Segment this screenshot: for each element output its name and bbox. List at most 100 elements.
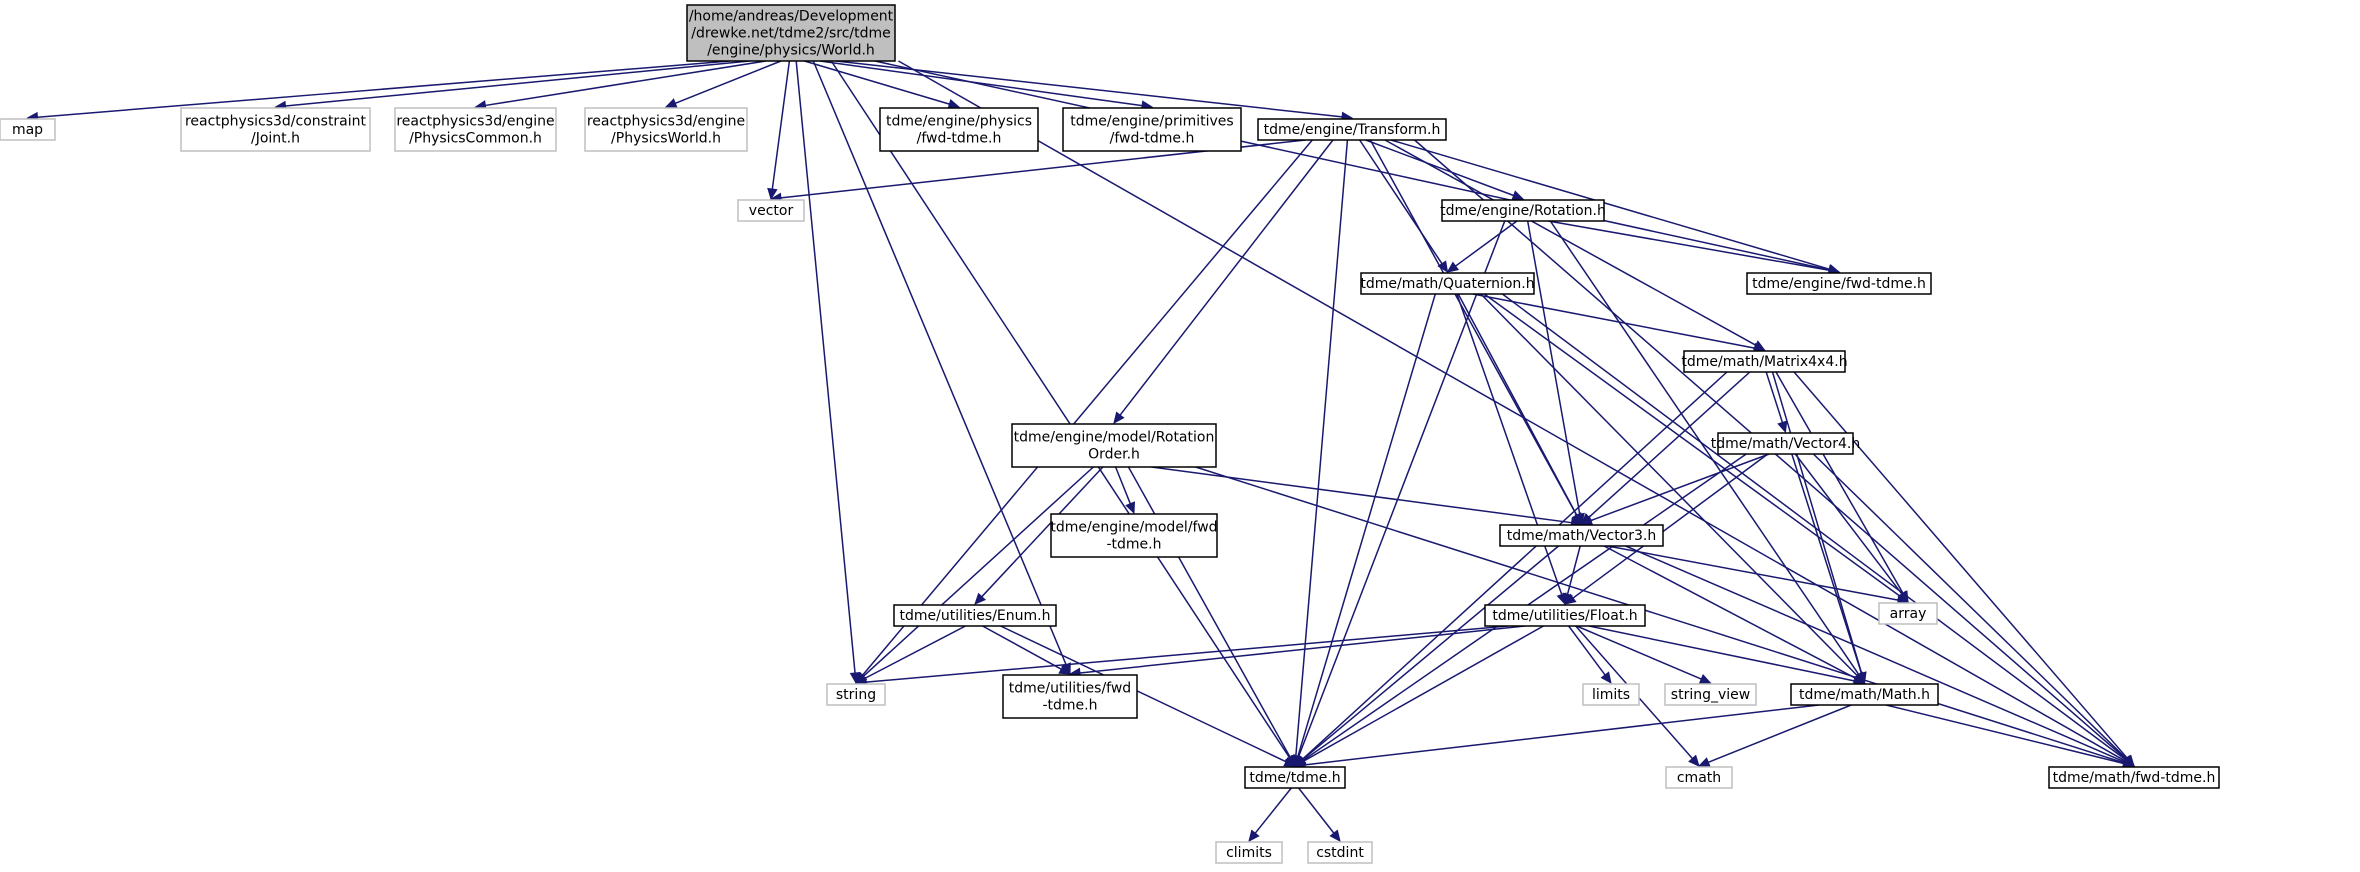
arrowhead-icon: [1248, 829, 1260, 842]
node-vector3[interactable]: tdme/math/Vector3.h: [1499, 524, 1664, 547]
node-label: tdme/utilities/fwd: [1009, 681, 1131, 697]
edge-line: [1295, 139, 1349, 757]
edge-line: [675, 60, 782, 104]
node-box: [1244, 766, 1346, 789]
edge-line: [1301, 371, 1728, 760]
node-vector4[interactable]: tdme/math/Vector4.h: [1711, 432, 1860, 455]
node-math[interactable]: tdme/math/Math.h: [1790, 683, 1939, 706]
node-label: /PhysicsWorld.h: [611, 131, 721, 147]
edge-tdme-to-climits: [1248, 787, 1292, 842]
node-phys-fwd[interactable]: tdme/engine/physics/fwd-tdme.h: [879, 107, 1039, 152]
arrowhead-icon: [1283, 756, 1297, 767]
node-transform[interactable]: tdme/engine/Transform.h: [1257, 118, 1447, 141]
edge-line: [1607, 545, 1899, 601]
edge-rotorder-to-tdme: [1127, 466, 1296, 768]
node-label: tdme/engine/primitives: [1070, 114, 1233, 130]
edge-enum-to-tdme: [1000, 625, 1297, 767]
edge-line: [830, 60, 1291, 759]
edge-line: [1298, 787, 1335, 834]
file-nodes: /home/andreas/Development/drewke.net/tdm…: [0, 4, 2220, 864]
node-map: map: [0, 118, 56, 141]
node-quaternion[interactable]: tdme/math/Quaternion.h: [1360, 272, 1535, 295]
node-util-fwd[interactable]: tdme/utilities/fwd-tdme.h: [1002, 674, 1138, 719]
node-box: [584, 107, 748, 152]
node-math-fwd[interactable]: tdme/math/fwd-tdme.h: [2048, 766, 2220, 789]
edge-transform-to-matrix: [1384, 139, 1766, 351]
node-label: tdme/tdme.h: [1249, 770, 1340, 786]
edge-line: [1791, 453, 1863, 674]
edge-line: [1127, 466, 1291, 758]
edge-line: [981, 466, 1104, 598]
node-prim-fwd[interactable]: tdme/engine/primitives/fwd-tdme.h: [1062, 107, 1242, 152]
node-box: [737, 199, 805, 222]
edge-line: [1549, 220, 1860, 676]
edge-line: [864, 625, 966, 680]
node-label: -tdme.h: [1106, 537, 1161, 553]
edge-root-to-rp3d_common: [474, 60, 766, 111]
node-cmath: cmath: [1665, 766, 1733, 789]
edge-line: [1297, 293, 1437, 757]
edge-line: [1079, 625, 1526, 674]
node-float[interactable]: tdme/utilities/Float.h: [1484, 604, 1646, 627]
node-label: cstdint: [1316, 845, 1364, 861]
edge-line: [1304, 704, 1820, 766]
node-tdme[interactable]: tdme/tdme.h: [1244, 766, 1346, 789]
edge-line: [1455, 220, 1518, 267]
edge-line: [1794, 453, 1903, 595]
node-string-view: string_view: [1664, 683, 1757, 706]
node-label: tdme/engine/Rotation.h: [1440, 203, 1606, 219]
node-vector: vector: [737, 199, 805, 222]
edge-line: [285, 60, 750, 107]
node-label: limits: [1592, 687, 1630, 703]
edge-tdme-to-cstdint: [1298, 787, 1341, 842]
edge-root-to-rp3d_world: [664, 60, 782, 108]
edge-root-to-engine_fwd: [874, 60, 1841, 275]
arrowhead-icon: [1697, 757, 1711, 767]
node-model-fwd[interactable]: tdme/engine/model/fwd-tdme.h: [1050, 513, 1218, 558]
edge-line: [1390, 139, 1830, 270]
edge-line: [1456, 293, 1563, 595]
node-limits: limits: [1582, 683, 1640, 706]
edge-float-to-limits: [1568, 625, 1612, 684]
node-box: [879, 107, 1039, 152]
edge-line: [1480, 293, 1859, 677]
edge-line: [1572, 453, 1769, 599]
edge-line: [1195, 466, 2125, 764]
edge-line: [1566, 545, 1581, 595]
edge-float-to-util_fwd: [1068, 625, 1526, 679]
edge-line: [1590, 453, 1770, 522]
node-label: /fwd-tdme.h: [1110, 131, 1195, 147]
node-box: [1002, 674, 1138, 719]
edge-line: [1151, 466, 1572, 524]
arrowhead-icon: [1437, 260, 1449, 274]
node-label: map: [12, 122, 43, 138]
arrowhead-icon: [1777, 420, 1788, 434]
node-label: -tdme.h: [1042, 698, 1097, 714]
edge-line: [1000, 625, 1287, 763]
node-box: [1790, 683, 1939, 706]
node-box: [394, 107, 557, 152]
edge-line: [1588, 625, 1855, 682]
edge-line: [1501, 293, 2127, 761]
node-enum[interactable]: tdme/utilities/Enum.h: [893, 604, 1057, 627]
arrowhead-icon: [1571, 512, 1583, 526]
edge-line: [874, 60, 1830, 271]
edge-matrix-to-array: [1775, 371, 1909, 604]
edge-matrix-to-tdme: [1294, 371, 1728, 767]
node-label: tdme/engine/model/Rotation: [1014, 430, 1215, 446]
arrowhead-icon: [1446, 261, 1460, 273]
node-rotation[interactable]: tdme/engine/Rotation.h: [1440, 199, 1606, 222]
node-box: [1050, 513, 1218, 558]
edge-line: [1548, 220, 1830, 272]
edge-line: [982, 625, 1062, 670]
edge-transform-to-rotation: [1365, 139, 1525, 201]
node-box: [1717, 432, 1854, 455]
node-box: [1441, 199, 1605, 222]
edge-line: [804, 60, 950, 105]
edge-line: [1457, 293, 1578, 516]
node-root[interactable]: /home/andreas/Development/drewke.net/tdm…: [686, 4, 896, 62]
arrowhead-icon: [947, 98, 961, 110]
node-matrix[interactable]: tdme/math/Matrix4x4.h: [1681, 350, 1848, 373]
node-engine-fwd[interactable]: tdme/engine/fwd-tdme.h: [1746, 272, 1932, 295]
